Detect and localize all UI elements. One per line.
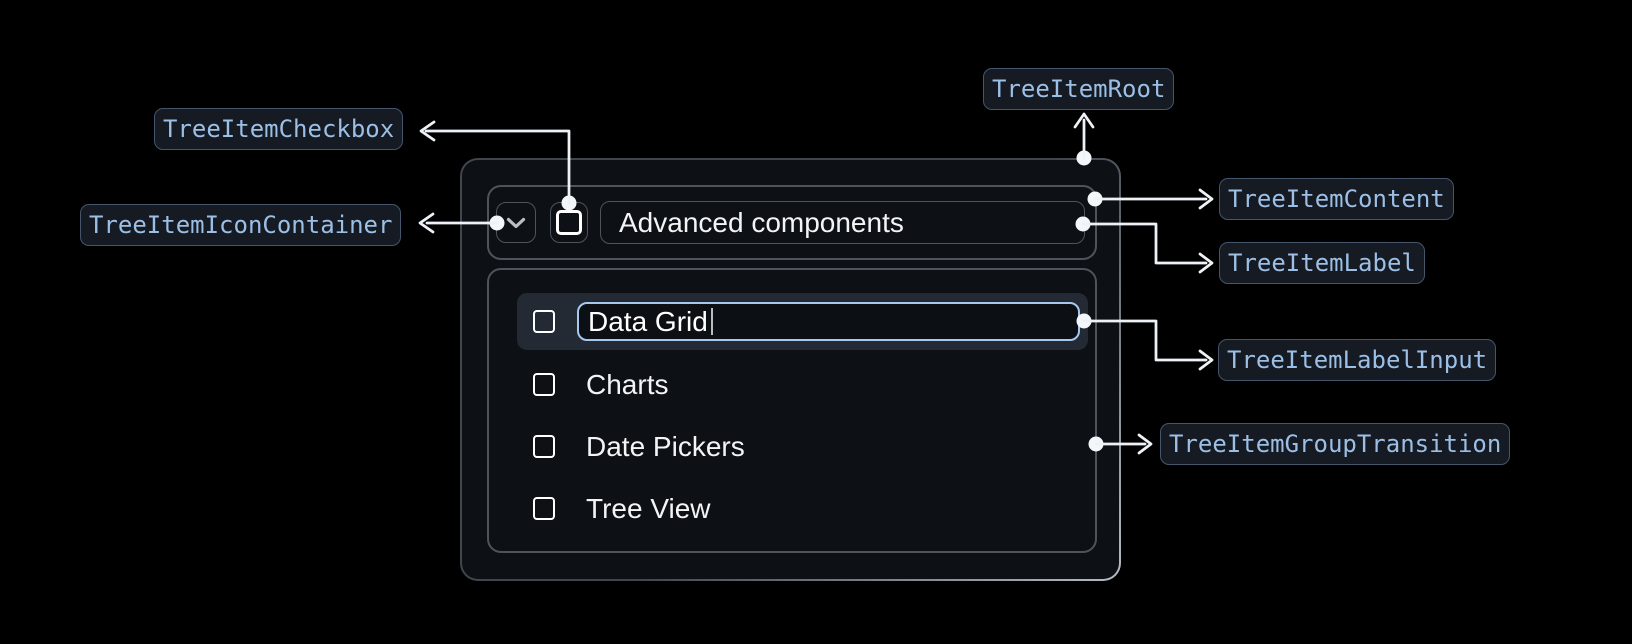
label-input-value: Data Grid: [588, 305, 708, 337]
tree-item-content[interactable]: Advanced components: [487, 185, 1097, 260]
tree-row-label: Date Pickers: [586, 430, 745, 462]
tree-row[interactable]: Charts: [517, 356, 1088, 413]
checkbox-unchecked-icon[interactable]: [533, 435, 555, 458]
tree-row-editing[interactable]: Data Grid: [517, 293, 1088, 350]
arrowhead-right-icon: [1198, 252, 1214, 274]
arrowhead-right-icon: [1137, 433, 1153, 455]
arrowhead-up-icon: [1073, 112, 1095, 129]
tree-item-label: Advanced components: [600, 201, 1085, 244]
badge-tree-item-content: TreeItemContent: [1219, 178, 1454, 220]
tree-row[interactable]: Tree View: [517, 480, 1088, 537]
tree-row[interactable]: Date Pickers: [517, 418, 1088, 475]
arrowhead-left-icon: [419, 120, 436, 142]
tree-item-root: Advanced components Data Grid Charts: [460, 158, 1121, 581]
tree-item-checkbox[interactable]: [550, 202, 588, 243]
arrowhead-right-icon: [1198, 188, 1214, 210]
badge-tree-item-icon-container: TreeItemIconContainer: [80, 204, 402, 246]
badge-tree-item-root: TreeItemRoot: [983, 68, 1175, 110]
parent-label-text: Advanced components: [619, 206, 904, 238]
checkbox-unchecked-icon[interactable]: [533, 497, 555, 520]
text-caret: [710, 308, 713, 335]
badge-tree-item-group-transition: TreeItemGroupTransition: [1160, 423, 1511, 465]
tree-row-label: Charts: [586, 368, 669, 400]
tree-row-label: Tree View: [586, 492, 711, 524]
badge-tree-item-label: TreeItemLabel: [1219, 242, 1425, 284]
checkbox-unchecked-icon[interactable]: [533, 310, 555, 333]
arrowhead-right-icon: [1198, 349, 1214, 371]
checkbox-unchecked-icon: [556, 210, 582, 235]
badge-tree-item-checkbox: TreeItemCheckbox: [154, 108, 404, 150]
tree-item-group-transition: Data Grid Charts Date Pickers Tree View: [487, 268, 1097, 553]
arrowhead-left-icon: [418, 212, 435, 234]
badge-tree-item-label-input: TreeItemLabelInput: [1218, 339, 1497, 381]
tree-item-label-input[interactable]: Data Grid: [577, 302, 1080, 341]
chevron-down-icon: [506, 217, 526, 228]
checkbox-unchecked-icon[interactable]: [533, 373, 555, 396]
tree-item-root-surface: Advanced components Data Grid Charts: [462, 160, 1119, 579]
tree-item-icon-container[interactable]: [496, 202, 536, 243]
